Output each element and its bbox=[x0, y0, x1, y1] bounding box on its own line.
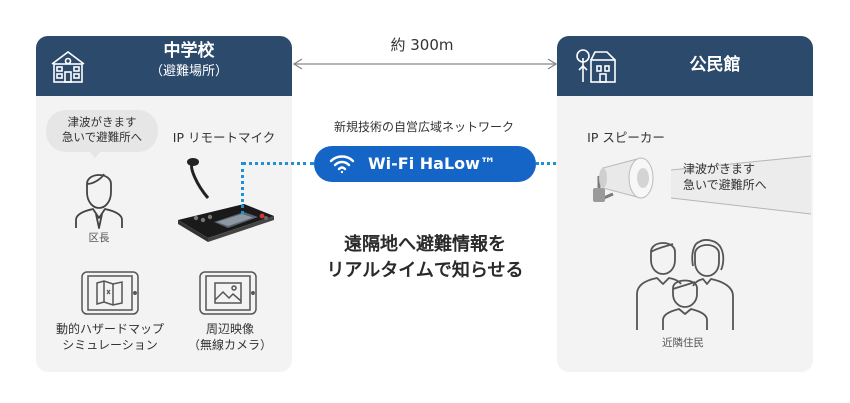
announcement-text: 津波がきます 急いで避難所へ bbox=[683, 162, 795, 193]
distance-label: 約 300m bbox=[390, 36, 454, 54]
community-hall-icon bbox=[571, 48, 621, 84]
announce-line1: 津波がきます bbox=[683, 162, 756, 176]
chief-label: 区長 bbox=[88, 232, 110, 244]
wifi-halow-label: Wi-Fi HaLow™ bbox=[368, 154, 496, 173]
hazard-line1: 動的ハザードマップ bbox=[55, 322, 164, 336]
sound-beam bbox=[671, 148, 811, 220]
camera-line1: 周辺映像 bbox=[205, 322, 254, 336]
mic-connection-vertical bbox=[241, 162, 244, 214]
bubble-tail bbox=[88, 150, 102, 158]
mic-connection-horizontal bbox=[242, 162, 314, 165]
message-line1: 遠隔地へ避難情報を bbox=[344, 234, 506, 255]
ip-speaker-icon bbox=[583, 148, 673, 212]
announce-line2: 急いで避難所へ bbox=[683, 177, 767, 192]
speech-bubble: 津波がきます 急いで避難所へ bbox=[46, 110, 158, 152]
bubble-line2: 急いで避難所へ bbox=[61, 129, 143, 144]
network-caption: 新規技術の自営広域ネットワーク bbox=[333, 120, 514, 134]
hall-card: 公民館 IP スピーカー 津波がきます 急いで避難所へ bbox=[557, 36, 813, 372]
speaker-label: IP スピーカー bbox=[587, 130, 665, 145]
residents-label: 近隣住民 bbox=[662, 337, 704, 349]
residents-family-icon bbox=[633, 232, 739, 332]
mic-label: IP リモートマイク bbox=[172, 130, 276, 145]
hazard-line2: シミュレーション bbox=[62, 337, 158, 352]
camera-tablet-icon bbox=[198, 270, 258, 316]
camera-label: 周辺映像 （無線カメラ） bbox=[176, 322, 284, 353]
hazard-map-label: 動的ハザードマップ シミュレーション bbox=[40, 322, 180, 353]
realtime-message: 遠隔地へ避難情報を リアルタイムで知らせる bbox=[300, 232, 550, 284]
message-line2: リアルタイムで知らせる bbox=[326, 260, 524, 282]
chief-person-icon bbox=[72, 164, 126, 230]
hazard-map-tablet-icon bbox=[80, 270, 140, 316]
school-title: 中学校 bbox=[163, 41, 215, 61]
school-subtitle: （避難場所） bbox=[149, 63, 228, 79]
school-card: 中学校 （避難場所） 津波がきます 急いで避難所へ 区長 IP リモートマイク bbox=[36, 36, 292, 372]
ip-remote-mic-icon bbox=[170, 154, 280, 244]
school-building-icon bbox=[48, 48, 88, 84]
bubble-line1: 津波がきます bbox=[67, 115, 137, 129]
hall-header: 公民館 bbox=[557, 36, 813, 96]
camera-line2: （無線カメラ） bbox=[187, 337, 272, 352]
wifi-halow-badge: Wi-Fi HaLow™ bbox=[314, 146, 536, 182]
hall-title: 公民館 bbox=[689, 55, 741, 75]
school-header: 中学校 （避難場所） bbox=[36, 36, 292, 96]
distance-arrow bbox=[292, 58, 558, 70]
wifi-icon bbox=[329, 154, 355, 174]
